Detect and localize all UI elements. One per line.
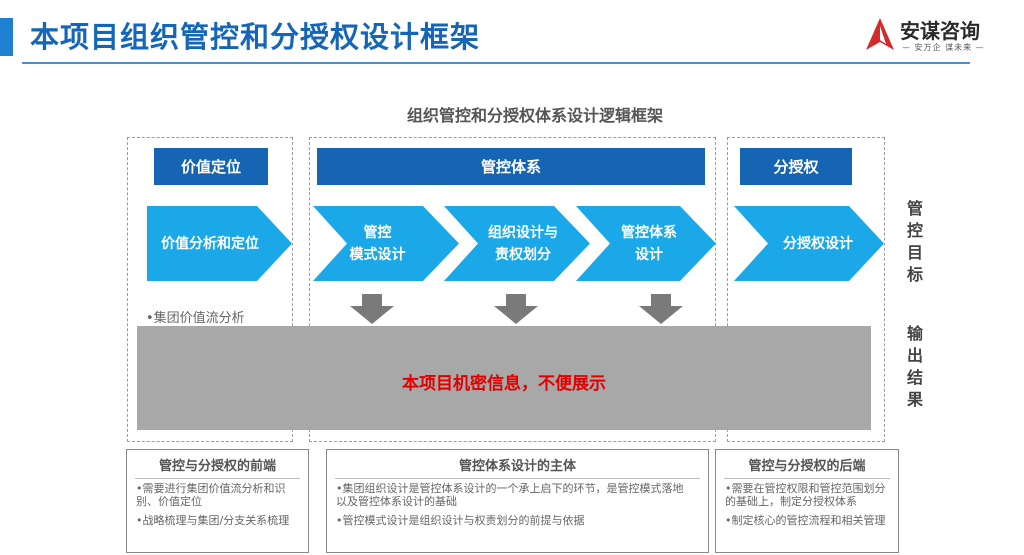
logo-tagline: — 安万企 谋未来 — [902,43,985,52]
box-item: •需要进行集团价值流分析和识别、价值定位 [136,482,286,508]
logo-name: 安谋咨询 [900,19,980,43]
chevron-control-mode-label: 管控 模式设计 [349,224,406,263]
chevron-authorization-design [734,206,884,281]
box-title: 管控体系设计的主体 [458,459,576,474]
header-control-system: 管控体系 [317,148,705,185]
side-label-output-result: 输出结果 [906,324,923,409]
down-arrow-icon [350,294,394,324]
title-divider [22,62,970,64]
bottom-box-main: 管控体系设计的主体 •集团组织设计是管控体系设计的一个承上启下的环节，是管控模式… [326,449,709,553]
middle-column-frame [309,137,716,442]
box-title: 管控与分授权的前端 [158,459,276,474]
right-column-frame [727,137,885,442]
chevron-org-design-label: 组织设计与 责权划分 [488,224,558,263]
chevron-control-system-design-label: 管控体系 设计 [621,224,677,263]
chevron-control-system-design [576,206,716,281]
chevron-org-design [444,206,590,281]
bottom-box-frontend: 管控与分授权的前端 •需要进行集团价值流分析和识别、价值定位 •战略梳理与集团/… [126,449,309,553]
chevron-value-analysis [147,206,292,281]
header-authorization: 分授权 [740,148,852,185]
confidential-notice: 本项目机密信息，不便展示 [402,374,606,394]
chevron-authorization-design-label: 分授权设计 [783,235,853,252]
down-arrow-icon [639,294,683,324]
header-value-positioning: 价值定位 [154,148,268,185]
chevron-value-analysis-label: 价值分析和定位 [161,235,259,252]
box-item: •需要在管控权限和管控范围划分的基础上，制定分授权体系 [725,482,886,508]
bottom-box-backend: 管控与分授权的后端 •需要在管控权限和管控范围划分的基础上，制定分授权体系 •制… [715,449,899,553]
logo-icon [866,18,894,50]
box-item: •制定核心的管控流程和相关管理 [725,514,886,527]
down-arrow-icon [494,294,538,324]
box-divider [335,478,700,479]
chevron-control-mode [313,206,459,281]
box-divider [724,478,890,479]
box-item: •集团组织设计是管控体系设计的一个承上启下的环节，是管控模式落地以及管控体系设计… [336,482,684,508]
side-label-control-target: 管控目标 [906,199,923,284]
confidential-block [137,326,871,430]
page-title: 本项目组织管控和分授权设计框架 [30,20,481,54]
diagram-subtitle: 组织管控和分授权体系设计逻辑框架 [406,106,663,125]
left-column-frame [127,137,293,442]
box-divider [135,478,300,479]
title-accent-bar [0,18,13,56]
value-stream-bullet: •集团价值流分析 [146,311,245,326]
box-item: •管控模式设计是组织设计与权责划分的前提与依据 [336,514,585,527]
box-item: •战略梳理与集团/分支关系梳理 [136,514,290,527]
box-title: 管控与分授权的后端 [748,459,866,474]
